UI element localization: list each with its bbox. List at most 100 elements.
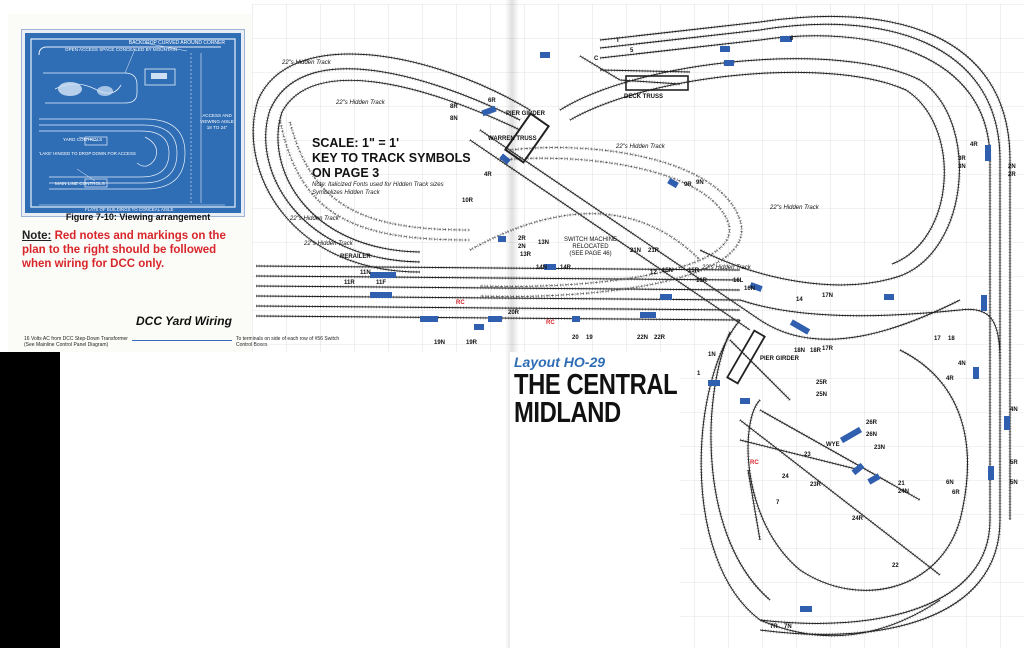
dcc-wiring-arrow-icon xyxy=(132,340,232,341)
switch-label: 2N xyxy=(518,244,526,250)
switch-label: 14R xyxy=(560,265,572,271)
track-ties xyxy=(559,57,961,287)
switch-label: 14 xyxy=(796,297,803,303)
switch-label: 7R xyxy=(770,624,778,630)
lake-label: 'LAKE' HINGED TO DROP DOWN FOR ACCESS xyxy=(39,151,136,156)
track-ties xyxy=(739,298,1002,361)
track-ties xyxy=(276,78,521,254)
scale-note-2: Symbolizes Hidden Track xyxy=(312,190,380,196)
track-ties xyxy=(569,70,946,266)
switch-label: 13R xyxy=(520,252,532,258)
switch-label: 4R xyxy=(484,172,492,178)
switch-machine-icon xyxy=(749,282,763,292)
switch-machine-icon xyxy=(660,294,672,300)
switch-machine-icon xyxy=(740,398,750,404)
switch-label: 26N xyxy=(866,432,878,438)
track-ties xyxy=(255,274,741,282)
switch-label: 1 xyxy=(697,371,701,377)
switch-label: 3N xyxy=(958,164,966,170)
wye-label: WYE xyxy=(826,442,840,448)
switch-machine-icon xyxy=(985,145,991,161)
track-ties xyxy=(255,294,741,302)
switch-label: 6 xyxy=(790,36,794,42)
scale-note-1: Note: Italicized Fonts used for Hidden T… xyxy=(312,182,444,188)
switch-label: 24R xyxy=(852,516,864,522)
note-text: Red notes and markings on the plan to th… xyxy=(22,230,226,270)
switch-label: 11R xyxy=(344,280,355,286)
switch-machine-icon xyxy=(370,292,392,298)
switch-machine-icon xyxy=(572,316,580,322)
dcc-yard-wiring-title: DCC Yard Wiring xyxy=(136,314,232,328)
track-segment xyxy=(579,55,681,85)
switch-label: 4N xyxy=(958,361,966,367)
track-ties xyxy=(599,22,1002,636)
track-ties xyxy=(739,438,861,472)
switch-machine-icon xyxy=(420,316,438,322)
hidden-track-lines xyxy=(278,119,744,298)
scale-key: SCALE: 1" = 1' KEY TO TRACK SYMBOLS ON P… xyxy=(312,136,471,181)
black-margin xyxy=(0,352,60,648)
note-label: Note: xyxy=(22,230,52,242)
switch-label: 5R xyxy=(1010,460,1018,466)
rc-label-red: RC xyxy=(456,300,465,306)
track-ties xyxy=(746,469,762,541)
switch-machine-icon xyxy=(981,295,987,311)
switch-machine-icon xyxy=(839,426,863,444)
track-ties xyxy=(699,319,941,638)
track-ties xyxy=(746,348,969,592)
switch-machine-icon xyxy=(851,462,865,476)
switch-label: 24 xyxy=(782,474,789,480)
switch-label: 20 xyxy=(572,335,579,341)
switch-machine-icon xyxy=(789,319,811,335)
switch-machine-note: SWITCH MACHINE RELOCATED (SEE PAGE 46) xyxy=(564,237,617,258)
switch-label: 6N xyxy=(946,480,954,486)
switch-label: 15N xyxy=(662,268,674,274)
switch-label: 21N xyxy=(630,248,642,254)
sm-note-2: RELOCATED xyxy=(572,244,609,250)
switch-label: 7 xyxy=(776,500,780,506)
switch-label: 16L xyxy=(733,278,744,284)
switch-machine-icon xyxy=(640,312,656,318)
track-ties xyxy=(469,138,751,332)
switch-label: 19N xyxy=(434,340,446,346)
pier-girder-label-2: PIER GIRDER xyxy=(760,356,800,362)
scale-note: Note: Italicized Fonts used for Hidden T… xyxy=(312,181,444,197)
dcc-source-text: 16 Volts AC from DCC Step-Down Transform… xyxy=(24,336,128,348)
track-ties xyxy=(599,68,691,74)
switch-label: 21 xyxy=(898,481,905,487)
switch-label: 23 xyxy=(804,452,811,458)
track-ties xyxy=(728,338,792,402)
switch-label: 6R xyxy=(952,490,960,496)
access-aisle-label: ACCESS AND VIEWING AISLE 18 TO 24" xyxy=(200,113,234,130)
track-ties xyxy=(264,67,521,264)
layout-number: Layout HO-29 xyxy=(514,354,606,370)
title-box xyxy=(510,352,680,648)
switch-label: 17N xyxy=(822,293,834,299)
sm-note-1: SWITCH MACHINE xyxy=(564,237,617,243)
scale-line-1: SCALE: 1" = 1' xyxy=(312,136,400,150)
switch-label: 16N xyxy=(744,286,756,292)
switch-machine-icon xyxy=(499,153,511,165)
track-lines xyxy=(252,14,1012,638)
track-ties xyxy=(255,304,741,312)
rc-label-red: RC xyxy=(750,460,759,466)
switch-machine-icon xyxy=(488,316,502,322)
switch-machine-icon xyxy=(667,177,679,189)
switch-label: 14N xyxy=(536,265,548,271)
switch-label: 4R xyxy=(946,376,954,382)
switch-label: 5N xyxy=(1010,480,1018,486)
warren-truss-bridge xyxy=(503,112,551,164)
pier-girder-bridge xyxy=(726,329,766,385)
deck-truss-bridge xyxy=(625,75,689,91)
backdrop-label: BACKDROP CURVED AROUND CORNER xyxy=(129,40,226,46)
switch-label: 22R xyxy=(654,335,666,341)
switch-label: 25R xyxy=(816,380,828,386)
switch-machine-icon xyxy=(884,294,894,300)
hidden-track-label-4: 22"s Hidden Track xyxy=(770,205,819,211)
switch-label: 2N xyxy=(1008,164,1016,170)
switch-label: 21R xyxy=(648,248,660,254)
switch-machine-icon xyxy=(544,264,556,270)
switch-machine-icon xyxy=(708,380,720,386)
hidden-track-label-6: 22"s Hidden Track xyxy=(304,241,353,247)
